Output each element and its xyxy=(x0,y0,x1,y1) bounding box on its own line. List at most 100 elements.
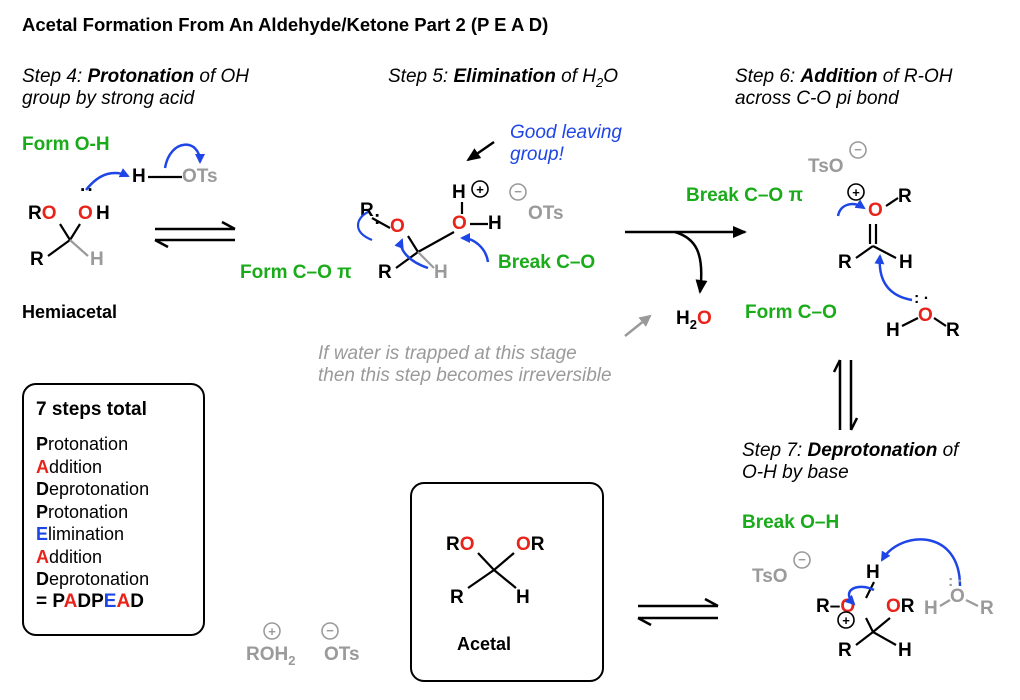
arrow-break-co-pi xyxy=(836,199,866,217)
arrow-water-note xyxy=(624,314,652,337)
hemiacetal-ro: RO xyxy=(28,203,57,224)
ots-ion: OTs xyxy=(324,644,360,665)
svg-text:−: − xyxy=(798,552,806,567)
acetal-h: H xyxy=(516,587,530,608)
acid-h: H xyxy=(132,166,146,187)
acronym-letter: P xyxy=(52,591,64,612)
equilibrium-arrow-3 xyxy=(637,597,719,627)
s5-r-bottom: R xyxy=(378,262,392,283)
s5-h-right: H xyxy=(488,213,502,234)
acetal-label: Acetal xyxy=(457,634,512,654)
water-molecule: H2O xyxy=(676,308,712,332)
s7-r-bottom: R xyxy=(838,640,852,661)
arrow-oh-to-h xyxy=(85,168,130,191)
s7-tso: TsO xyxy=(752,566,788,587)
summary-item-initial: A xyxy=(36,546,49,567)
svg-text:−: − xyxy=(514,184,522,199)
summary-item-initial: E xyxy=(36,524,49,544)
arrow-water-out xyxy=(674,230,708,294)
hemiacetal-bonds xyxy=(47,223,89,257)
acid-ots: OTs xyxy=(182,166,218,187)
summary-item: Elimination xyxy=(36,523,149,546)
summary-item-rest: eprotonation xyxy=(49,479,150,499)
acronym-letter: D xyxy=(130,591,144,612)
svg-text:+: + xyxy=(852,185,860,200)
svg-text:+: + xyxy=(842,613,850,628)
s7-h: H xyxy=(866,562,880,583)
s7-base-dots: : · xyxy=(948,573,963,590)
summary-item-rest: rotonation xyxy=(48,501,129,522)
summary-item-rest: rotonation xyxy=(48,434,129,454)
svg-text:+: + xyxy=(268,624,276,639)
summary-item-rest: limination xyxy=(48,524,125,544)
label-form-oh: Form O-H xyxy=(22,134,110,155)
summary-item: Protonation xyxy=(36,433,149,456)
acetal-r: R xyxy=(450,587,464,608)
s6-roh-h: H xyxy=(886,320,900,341)
s6-tso: TsO xyxy=(808,156,844,177)
summary-item-initial: D xyxy=(36,569,49,589)
arrow-h-ots xyxy=(163,143,205,169)
s7-bonds xyxy=(855,581,979,646)
s6-plus-charge: + xyxy=(847,183,865,201)
summary-item: Addition xyxy=(36,456,149,479)
s7-plus-charge: + xyxy=(837,611,855,629)
acronym-letter: D xyxy=(77,591,92,612)
label-form-co: Form C–O xyxy=(745,302,837,323)
label-break-co-pi: Break C–O π xyxy=(686,185,803,206)
svg-text:−: − xyxy=(326,623,334,638)
summary-item-rest: ddition xyxy=(49,546,103,567)
s7-h-bottom: H xyxy=(898,640,912,661)
acronym-letter: A xyxy=(63,591,78,612)
hemiacetal-label: Hemiacetal xyxy=(22,302,118,322)
step-4-heading: Step 4: Protonation of OH group by stron… xyxy=(22,66,250,109)
s6-bonds xyxy=(855,197,947,327)
step-6-heading: Step 6: Addition of R-OH across C-O pi b… xyxy=(735,66,953,109)
summary-item-rest: eprotonation xyxy=(49,569,150,589)
s5-h-bottom: H xyxy=(434,262,448,283)
equilibrium-arrow-2 xyxy=(832,359,859,431)
acetal-bonds xyxy=(467,552,517,589)
arrow-form-co xyxy=(874,254,913,302)
summary-item: Addition xyxy=(36,546,149,569)
arrow-lone-pair xyxy=(356,211,373,242)
roh2-plus-charge: + xyxy=(263,622,281,640)
acronym-letter: P xyxy=(91,591,104,612)
label-form-co-pi: Form C–O π xyxy=(240,262,352,283)
roh2-ion: ROH2 xyxy=(246,644,296,668)
hemiacetal-oh-o: O xyxy=(78,203,93,224)
ots-minus-charge: − xyxy=(321,622,339,640)
s6-h: H xyxy=(899,252,913,273)
summary-item: Deprotonation xyxy=(36,568,149,591)
charges: + − − + − + + − xyxy=(263,141,867,640)
step-7-heading: Step 7: Deprotonation of O-H by base xyxy=(742,440,959,483)
step-5-heading: Step 5: Elimination of H2O xyxy=(388,66,619,90)
arrow-break-co xyxy=(460,233,490,263)
page-title: Acetal Formation From An Aldehyde/Ketone… xyxy=(22,14,549,35)
hemiacetal-r: R xyxy=(30,249,44,270)
summary-item-rest: ddition xyxy=(49,456,103,477)
arrow-break-oh xyxy=(844,585,875,606)
s6-minus-charge: − xyxy=(849,141,867,159)
arrow-form-co-pi xyxy=(394,238,429,270)
acetal-or: OR xyxy=(516,534,545,555)
acronym-letter: E xyxy=(103,591,117,612)
s6-roh-dots: : · xyxy=(914,290,929,307)
s5-minus-charge: − xyxy=(509,183,527,201)
s6-roh-o: O xyxy=(918,305,933,326)
s7-or: OR xyxy=(886,596,915,617)
summary-acronym: = PADPEAD xyxy=(36,591,144,612)
s5-o-left: O xyxy=(390,216,405,237)
summary-heading: 7 steps total xyxy=(36,399,147,420)
hemiacetal-h: H xyxy=(90,249,104,270)
summary-item-initial: P xyxy=(36,434,49,454)
equilibrium-arrow-1 xyxy=(154,220,236,249)
acetal-box: RO OR R H Acetal xyxy=(410,482,604,682)
summary-item: Deprotonation xyxy=(36,478,149,501)
s5-o-right: O xyxy=(452,213,467,234)
acronym-letter: A xyxy=(116,591,131,612)
arrow-base-to-h xyxy=(880,538,962,587)
